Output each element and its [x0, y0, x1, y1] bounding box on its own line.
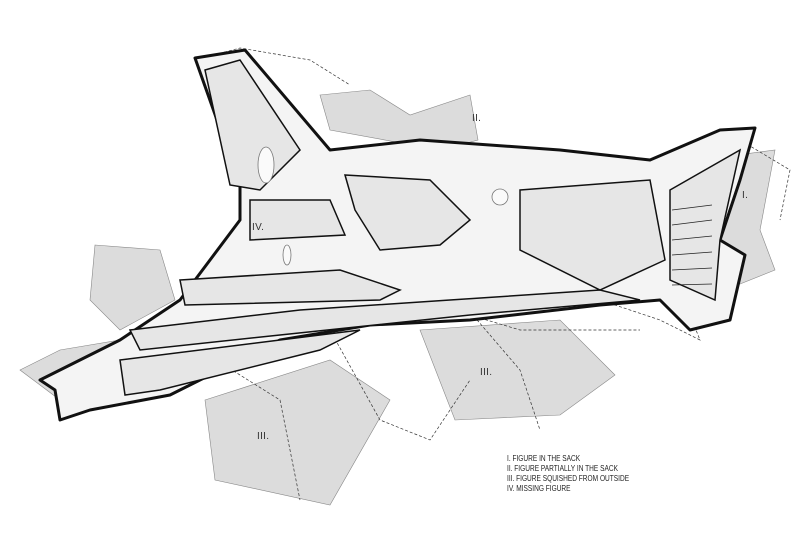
panel-left: [89, 244, 176, 331]
panel-ii: [319, 89, 479, 151]
balloon-figure: [257, 146, 275, 184]
legend: I. FIGURE IN THE SACK II. FIGURE PARTIAL…: [507, 454, 629, 494]
small-figure: [282, 244, 292, 266]
legend-item: III. FIGURE SQUISHED FROM OUTSIDE: [507, 474, 630, 483]
legend-item: II. FIGURE PARTIALLY IN THE SACK: [507, 464, 618, 473]
figures: [257, 146, 509, 266]
zone-label-ii: II.: [472, 113, 482, 124]
legend-item: IV. MISSING FIGURE: [507, 484, 571, 493]
panel-iii-right: [419, 319, 616, 421]
zone-label-iii-bottom: III.: [257, 431, 270, 442]
panel-iii-bottom: [204, 359, 391, 506]
zone-label-i: I.: [742, 190, 749, 201]
zone-label-iv: IV.: [252, 222, 265, 233]
legend-item: I. FIGURE IN THE SACK: [507, 454, 581, 463]
stair-lines: [671, 204, 713, 286]
zone-label-iii-right: III.: [480, 367, 493, 378]
interior-floors: [119, 59, 742, 396]
bear-figure: [491, 188, 509, 206]
